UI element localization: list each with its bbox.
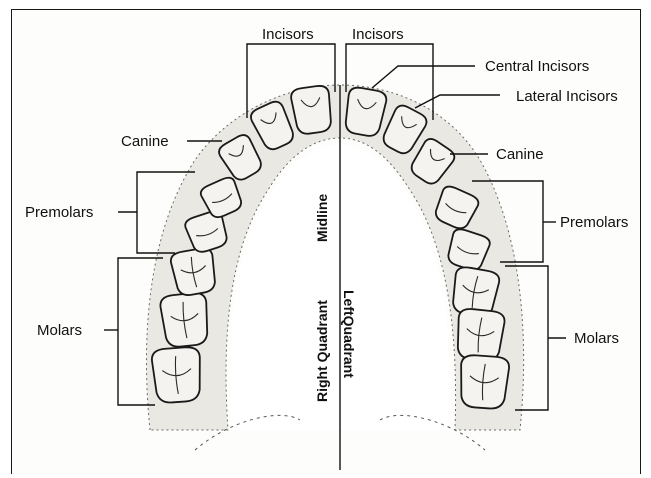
canine-right-label: Canine — [121, 133, 169, 150]
molars-right-label: Molars — [37, 322, 82, 339]
tooth-right-molar-2 — [159, 292, 210, 349]
tooth-right-molar-3 — [151, 346, 203, 403]
central-incisors-pointer — [372, 66, 475, 88]
canine-left-label: Canine — [496, 146, 544, 163]
lateral-incisors-label: Lateral Incisors — [516, 88, 618, 105]
tooth-left-molar-3 — [458, 354, 510, 409]
premolars-left-label: Premolars — [560, 214, 628, 231]
incisors-right-label: Incisors — [262, 26, 314, 43]
left-quadrant-label: LeftQuadrant — [341, 290, 357, 378]
incisors-left-label: Incisors — [352, 26, 404, 43]
tooth-left-molar-2 — [455, 308, 506, 363]
right-quadrant-label: Right Quadrant — [314, 300, 330, 402]
central-incisors-label: Central Incisors — [485, 58, 589, 75]
molars-left-label: Molars — [574, 330, 619, 347]
premolars-right-label: Premolars — [25, 204, 93, 221]
lateral-incisors-pointer — [415, 95, 500, 108]
midline-label: Midline — [314, 194, 330, 242]
